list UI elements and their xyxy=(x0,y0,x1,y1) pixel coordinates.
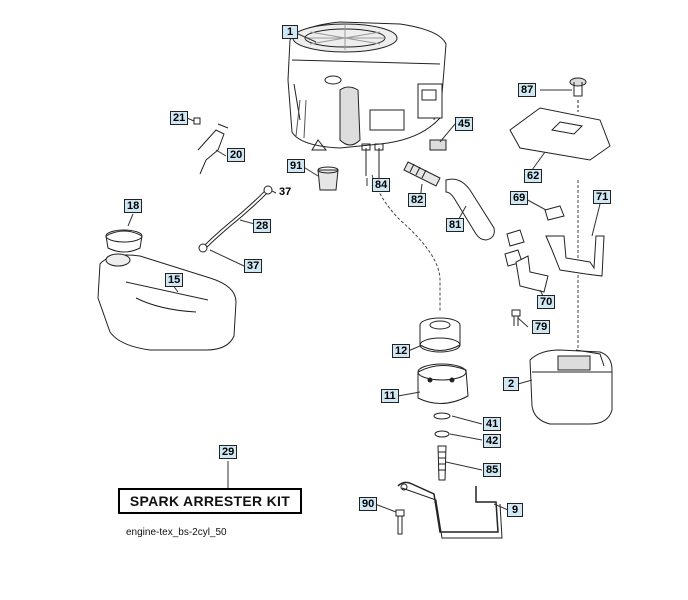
callout-84[interactable]: 84 xyxy=(372,178,391,192)
fitting-45 xyxy=(429,139,447,151)
callout-69[interactable]: 69 xyxy=(510,191,529,205)
diagram-caption: engine-tex_bs-2cyl_50 xyxy=(126,527,227,538)
callout-81[interactable]: 81 xyxy=(446,218,465,232)
fuel-cap xyxy=(105,229,143,253)
callout-45[interactable]: 45 xyxy=(455,117,474,131)
heat-shield xyxy=(509,107,611,161)
callout-85[interactable]: 85 xyxy=(483,463,502,477)
callout-28[interactable]: 28 xyxy=(253,219,272,233)
bolt-90 xyxy=(395,509,405,535)
callout-9[interactable]: 9 xyxy=(507,503,523,517)
callout-18[interactable]: 18 xyxy=(124,199,143,213)
screw-21 xyxy=(193,117,201,125)
callout-37-bottom[interactable]: 37 xyxy=(244,259,263,273)
callout-42[interactable]: 42 xyxy=(483,434,502,448)
callout-29[interactable]: 29 xyxy=(219,445,238,459)
callout-82[interactable]: 82 xyxy=(408,193,427,207)
callout-70[interactable]: 70 xyxy=(537,295,556,309)
exhaust-pipe-71 xyxy=(545,235,605,277)
engine xyxy=(287,21,447,151)
callout-62[interactable]: 62 xyxy=(524,169,543,183)
fuel-line xyxy=(204,190,268,248)
bolt-79 xyxy=(511,309,521,326)
callout-37-top[interactable]: 37 xyxy=(279,186,292,198)
bolts-84 xyxy=(361,143,384,178)
oil-filter xyxy=(317,166,339,191)
callout-21[interactable]: 21 xyxy=(170,111,189,125)
clutch-pulley xyxy=(419,317,461,353)
callout-90[interactable]: 90 xyxy=(359,497,378,511)
callout-1[interactable]: 1 xyxy=(282,25,298,39)
spark-arrester-kit-label: SPARK ARRESTER KIT xyxy=(118,488,302,514)
clutch-bolt xyxy=(437,445,447,481)
washers xyxy=(433,412,451,438)
fuel-tank xyxy=(97,253,237,351)
muffler xyxy=(529,349,613,425)
callout-15[interactable]: 15 xyxy=(165,273,184,287)
bracket-9 xyxy=(397,481,503,539)
drain-valve xyxy=(403,161,441,187)
callout-12[interactable]: 12 xyxy=(392,344,411,358)
callout-79[interactable]: 79 xyxy=(532,320,551,334)
callout-91[interactable]: 91 xyxy=(287,159,306,173)
callout-87[interactable]: 87 xyxy=(518,83,537,97)
callout-2[interactable]: 2 xyxy=(503,377,519,391)
callout-71[interactable]: 71 xyxy=(593,190,612,204)
drain-hose xyxy=(445,178,495,241)
callout-41[interactable]: 41 xyxy=(483,417,502,431)
hose-clamps xyxy=(198,185,273,253)
callout-20[interactable]: 20 xyxy=(227,148,246,162)
throttle-part xyxy=(197,123,229,175)
cap-87 xyxy=(569,77,587,97)
exhaust-pipe-70 xyxy=(515,255,549,293)
electric-clutch xyxy=(417,363,469,404)
callout-11[interactable]: 11 xyxy=(381,389,399,403)
